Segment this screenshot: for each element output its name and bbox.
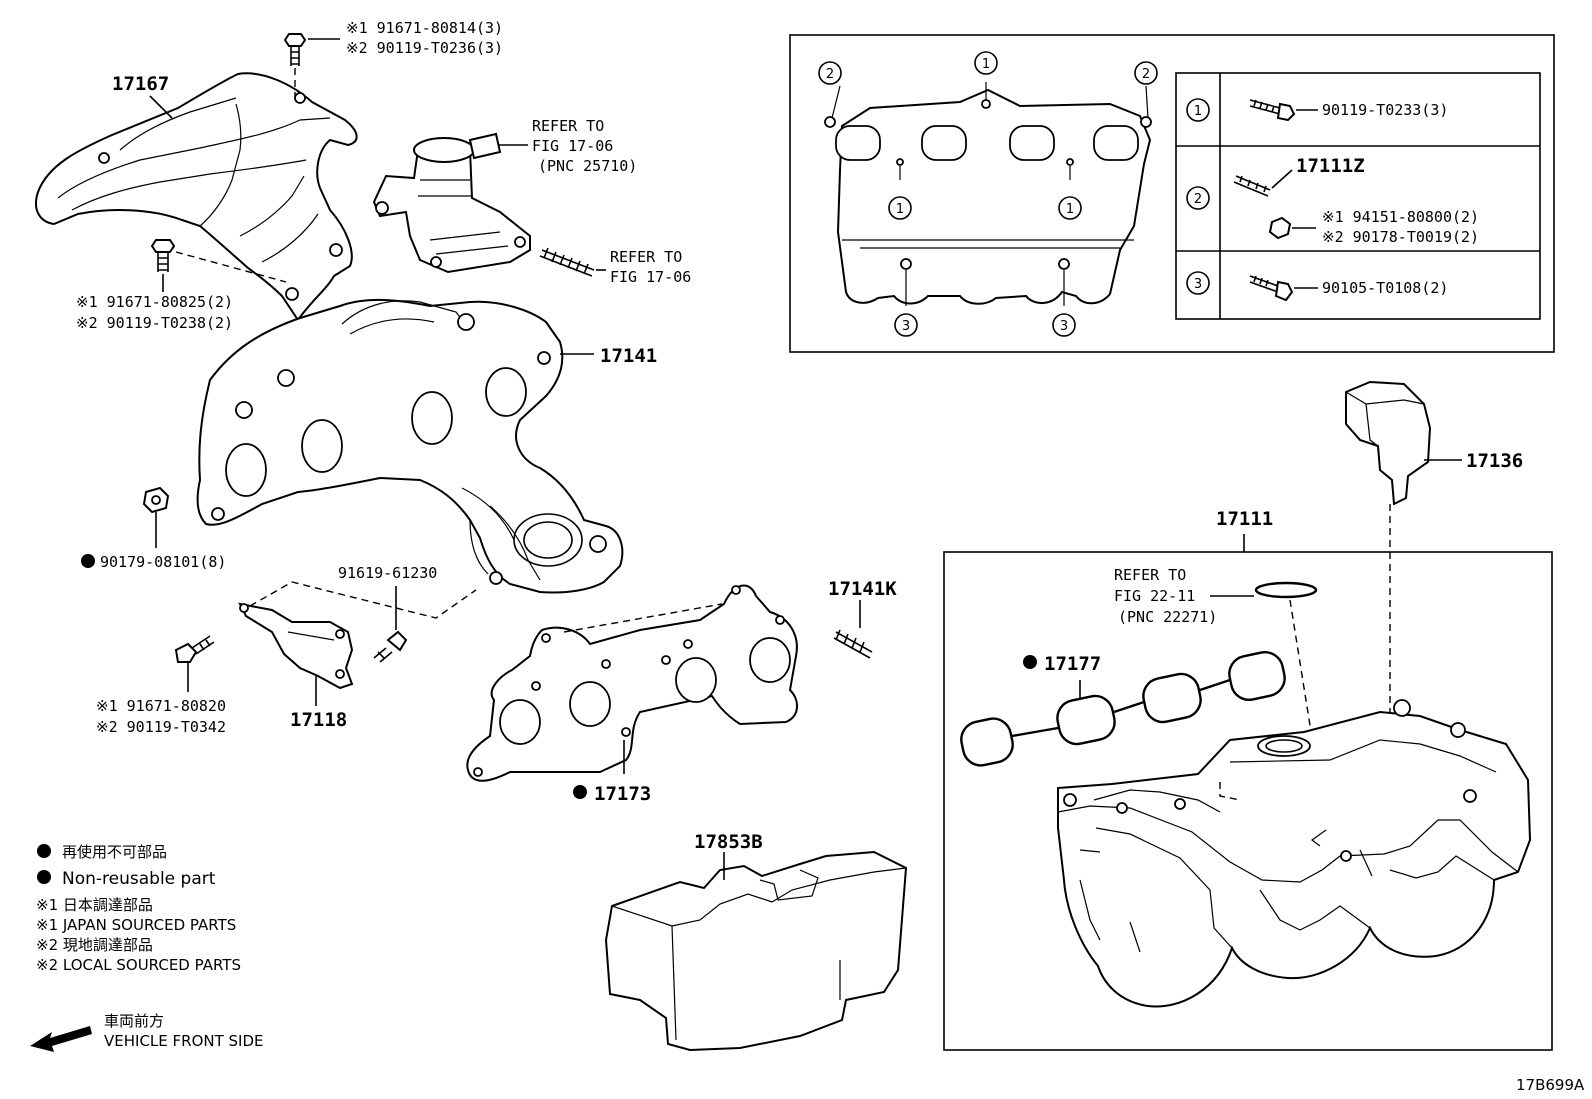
label-17853b: 17853B [694,831,763,853]
label-17167: 17167 [112,73,169,95]
inset-row-1: 1 90119-T0233(3) [1186,98,1448,122]
svg-text:3: 3 [1060,319,1068,334]
nut-callout: 90179-08101(8) [100,553,226,571]
legend-line-3: ※1 日本調達部品 [36,896,153,914]
legend-dot-1 [37,844,51,858]
refer-mid-line2: FIG 17-06 [610,268,691,286]
top-bolt[interactable] [283,33,307,66]
bracket-screw-callout-2: ※2 90119-T0342 [96,718,226,736]
o-ring-dash [1289,599,1313,739]
cover-17136[interactable] [1345,380,1432,506]
manifold-dash [1219,782,1241,801]
bracket-bolt-91619[interactable] [373,630,408,663]
refer-lower-line3: (PNC 22271) [1118,608,1217,626]
svg-text:3: 3 [902,319,910,334]
o-ring[interactable] [1254,581,1318,599]
nut-nonreusable-dot [81,554,95,568]
exhaust-manifold-17141[interactable] [196,298,624,594]
stud-refer[interactable] [539,247,595,277]
refer-upper-line3: (PNC 25710) [538,157,637,175]
bracket-dash [249,581,477,619]
refer-lower-line2: FIG 22-11 [1114,587,1195,605]
bracket-screw[interactable] [174,635,215,663]
label-17173: 17173 [594,783,651,805]
svg-text:3: 3 [1194,277,1202,292]
intake-box-frame [943,551,1553,1051]
inset-row-2: 2 17111Z ※1 94151-80800(2) ※2 90178-T001… [1186,155,1479,246]
svg-text:1: 1 [896,202,904,217]
top-bolt-callout-2: ※2 90119-T0236(3) [346,39,503,57]
gasket-17177-nonreusable-dot [1023,655,1037,669]
svg-text:2: 2 [1142,67,1150,82]
stud-17141k[interactable] [833,629,873,659]
legend-line-5: ※2 現地調達部品 [36,936,153,954]
svg-text:2: 2 [826,67,834,82]
inset-table [1175,72,1541,320]
label-17111: 17111 [1216,508,1273,530]
inset-markers: 2 1 2 1 1 3 3 [818,51,1158,337]
leader-17167 [149,95,173,119]
top-bolt-callout-1: ※1 91671-80814(3) [346,19,503,37]
row2-sub2: ※2 90178-T0019(2) [1322,228,1479,246]
svg-text:1: 1 [982,57,990,72]
bracket-bolt-callout: 91619-61230 [338,564,437,582]
inset-row-3: 3 90105-T0108(2) [1186,271,1448,302]
intake-manifold-17111[interactable] [1057,699,1532,1008]
label-17118: 17118 [290,709,347,731]
front-arrow-icon [30,1026,92,1052]
legend-line-6: ※2 LOCAL SOURCED PARTS [36,956,241,974]
intake-gasket-17177[interactable] [958,649,1288,769]
label-17141k: 17141K [828,578,897,600]
svg-text:1: 1 [1194,104,1202,119]
front-label-jp: 車両前方 [104,1012,164,1030]
figure-id: 17B699A [1516,1076,1585,1094]
row2-part: 17111Z [1296,155,1365,177]
insulator-17853b[interactable] [604,850,908,1052]
fastener-inset: 2 1 2 1 1 3 3 1 90119-T0233(3) 2 [789,34,1555,353]
refer-upper-line2: FIG 17-06 [532,137,613,155]
label-17141: 17141 [600,345,657,367]
refer-mid-line1: REFER TO [610,248,682,266]
gasket-17173-nonreusable-dot [573,785,587,799]
exhaust-gasket-17173[interactable] [466,584,798,782]
left-bolt[interactable] [150,239,176,272]
row2-sub1: ※1 94151-80800(2) [1322,208,1479,226]
inset-table-grid [1176,73,1540,319]
inset-leaders [831,82,1149,306]
legend-line-1: 再使用不可部品 [62,843,167,861]
nut-icon [1268,216,1292,240]
legend-line-4: ※1 JAPAN SOURCED PARTS [36,916,236,934]
legend-dot-2 [37,870,51,884]
legend: 再使用不可部品 Non-reusable part ※1 日本調達部品 ※1 J… [30,843,264,1052]
row3-part: 90105-T0108(2) [1322,279,1448,297]
air-injection-valve[interactable] [372,132,531,274]
nut-90179[interactable] [142,486,170,514]
svg-text:2: 2 [1194,192,1202,207]
row1-part: 90119-T0233(3) [1322,101,1448,119]
front-label-en: VEHICLE FRONT SIDE [104,1032,264,1050]
bolt-icon [1249,99,1296,122]
bracket-screw-callout-1: ※1 91671-80820 [96,697,226,715]
heat-insulator-17167[interactable] [35,72,358,322]
refer-lower-line1: REFER TO [1114,566,1186,584]
bracket-17118[interactable] [238,602,354,690]
inset-frame [789,34,1555,353]
bolt-icon [1249,275,1294,302]
inset-manifold[interactable] [824,88,1152,305]
gasket-dash [563,603,723,633]
label-17177: 17177 [1044,653,1101,675]
svg-text:1: 1 [1066,202,1074,217]
left-bolt-callout-2: ※2 90119-T0238(2) [76,314,233,332]
left-bolt-callout-1: ※1 91671-80825(2) [76,293,233,311]
legend-line-2: Non-reusable part [62,869,216,889]
refer-upper-line1: REFER TO [532,117,604,135]
label-17136: 17136 [1466,450,1523,472]
stud-icon [1233,175,1271,197]
